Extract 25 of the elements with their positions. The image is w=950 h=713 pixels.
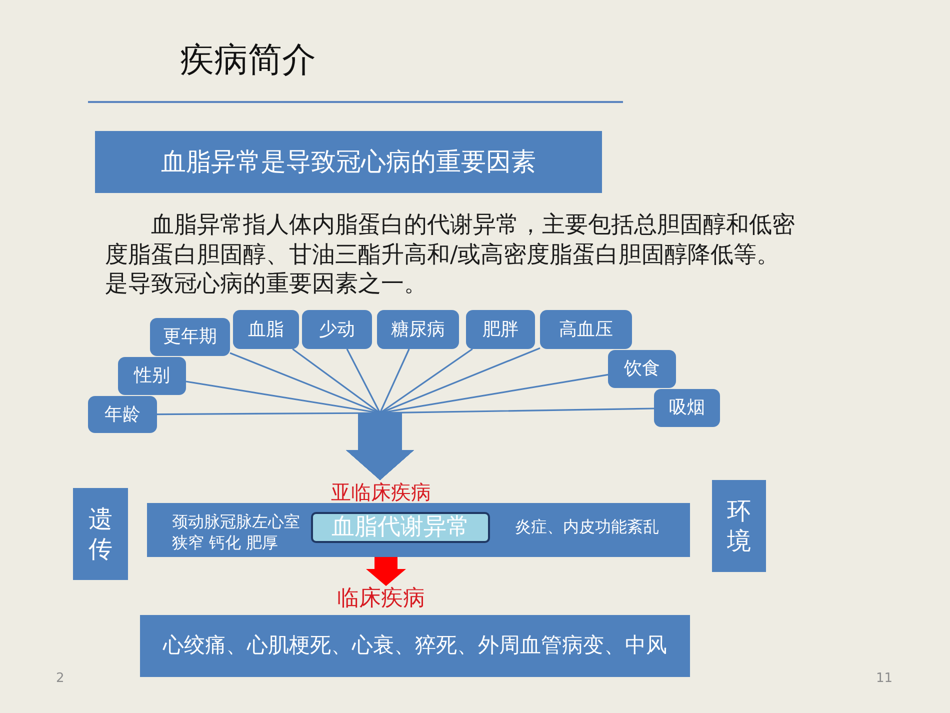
stage-heading: 临床疾病 — [337, 586, 425, 612]
risk-factor-box: 年龄 — [88, 396, 157, 433]
body-paragraph: 血脂异常指人体内脂蛋白的代谢异常，主要包括总胆固醇和低密度脂蛋白胆固醇、甘油三酯升高和/或高密度脂蛋白胆固醇降低等。是导致冠心病的重要因素之一。 — [105, 211, 796, 299]
highlight-box: 血脂代谢异常 — [311, 512, 490, 543]
side-label-box: 遗传 — [73, 488, 128, 580]
block-arrow — [366, 557, 406, 586]
page-number: 2 — [56, 671, 64, 688]
risk-factor-box: 少动 — [302, 310, 372, 349]
risk-factor-box: 饮食 — [608, 350, 676, 388]
risk-factor-box: 高血压 — [540, 310, 632, 349]
outcome-box: 心绞痛、心肌梗死、心衰、猝死、外周血管病变、中风 — [140, 615, 690, 677]
description-text: 炎症、内皮功能紊乱 — [515, 516, 660, 537]
risk-factor-box: 糖尿病 — [377, 310, 459, 349]
risk-factor-box: 血脂 — [233, 310, 299, 349]
side-label-box: 环境 — [712, 480, 766, 572]
page-number: 11 — [876, 671, 893, 688]
risk-factor-box: 更年期 — [150, 318, 230, 356]
risk-factor-box: 性别 — [118, 357, 186, 395]
connector-line — [348, 408, 654, 480]
heading-banner: 血脂异常是导致冠心病的重要因素 — [95, 131, 602, 193]
risk-factor-box: 吸烟 — [654, 389, 720, 427]
risk-factor-box: 肥胖 — [466, 310, 535, 349]
slide-title: 疾病简介 — [180, 39, 316, 82]
description-text: 颈动脉冠脉左心室狭窄 钙化 肥厚 — [172, 511, 301, 553]
stage-heading: 亚临床疾病 — [331, 480, 431, 504]
